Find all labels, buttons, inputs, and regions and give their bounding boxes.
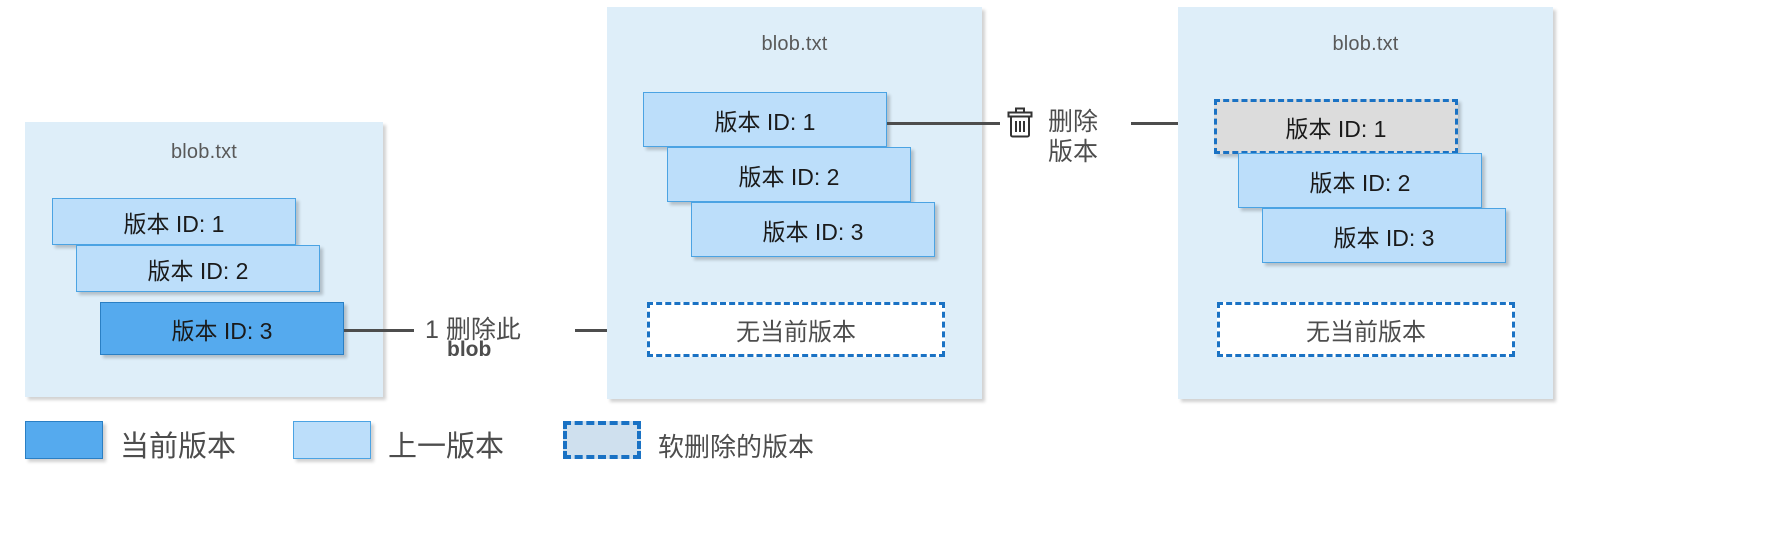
legend-swatch-soft-deleted-version: [563, 421, 641, 459]
panel-1-version-1-label: 版本 ID: 1: [123, 210, 225, 237]
panel-2-version-1: 版本 ID: 1: [643, 92, 887, 147]
step-2-line-1: 删除: [1048, 108, 1099, 136]
panel-2-version-3-label: 版本 ID: 3: [762, 218, 864, 245]
step-1-number: 1: [425, 316, 439, 344]
step-1-text: 删除此: [445, 316, 521, 344]
trash-icon: [1006, 107, 1034, 144]
panel-1-version-3-label: 版本 ID: 3: [171, 317, 273, 344]
connector-step2-to-panel3: [1131, 122, 1195, 125]
legend-label-current-version: 当前版本: [120, 431, 237, 463]
panel-2-no-current-version: 无当前版本: [647, 302, 945, 357]
panel-1-version-1: 版本 ID: 1: [52, 198, 296, 245]
connector-step1-to-panel2: [575, 329, 637, 332]
step-1-label: 1 删除此 blob: [425, 316, 521, 362]
legend-label-previous-version: 上一版本: [388, 431, 505, 463]
panel-3-version-1-label: 版本 ID: 1: [1285, 115, 1387, 142]
legend-swatch-current-version: [25, 421, 103, 459]
panel-1-version-2-label: 版本 ID: 2: [147, 257, 249, 284]
panel-2-version-1-label: 版本 ID: 1: [714, 108, 816, 135]
panel-3-version-2-label: 版本 ID: 2: [1309, 169, 1411, 196]
panel-2-no-current-version-label: 无当前版本: [736, 319, 856, 346]
panel-3-version-1: 版本 ID: 1: [1214, 99, 1458, 154]
panel-2-title: blob.txt: [761, 33, 828, 55]
panel-3-version-3-label: 版本 ID: 3: [1333, 224, 1435, 251]
legend-label-soft-deleted-version: 软删除的版本: [658, 432, 815, 462]
panel-2-version-3: 版本 ID: 3: [691, 202, 935, 257]
panel-3-no-current-version-label: 无当前版本: [1306, 319, 1426, 346]
connector-panel2-to-step2: [887, 122, 1000, 125]
panel-2-version-2-label: 版本 ID: 2: [738, 163, 840, 190]
panel-3-no-current-version: 无当前版本: [1217, 302, 1515, 357]
panel-3-version-2: 版本 ID: 2: [1238, 153, 1482, 208]
panel-1-version-3: 版本 ID: 3: [100, 302, 344, 355]
legend-swatch-previous-version: [293, 421, 371, 459]
panel-3-version-3: 版本 ID: 3: [1262, 208, 1506, 263]
panel-1-version-2: 版本 ID: 2: [76, 245, 320, 292]
panel-2-version-2: 版本 ID: 2: [667, 147, 911, 202]
panel-1-title: blob.txt: [170, 141, 238, 163]
step-2-line-2: 版本: [1048, 137, 1099, 166]
step-1-emphasis: blob: [447, 338, 492, 361]
step-2-label: 删除 版本: [1048, 108, 1098, 167]
panel-3-title: blob.txt: [1332, 33, 1399, 55]
connector-panel1-to-step1: [344, 329, 414, 332]
